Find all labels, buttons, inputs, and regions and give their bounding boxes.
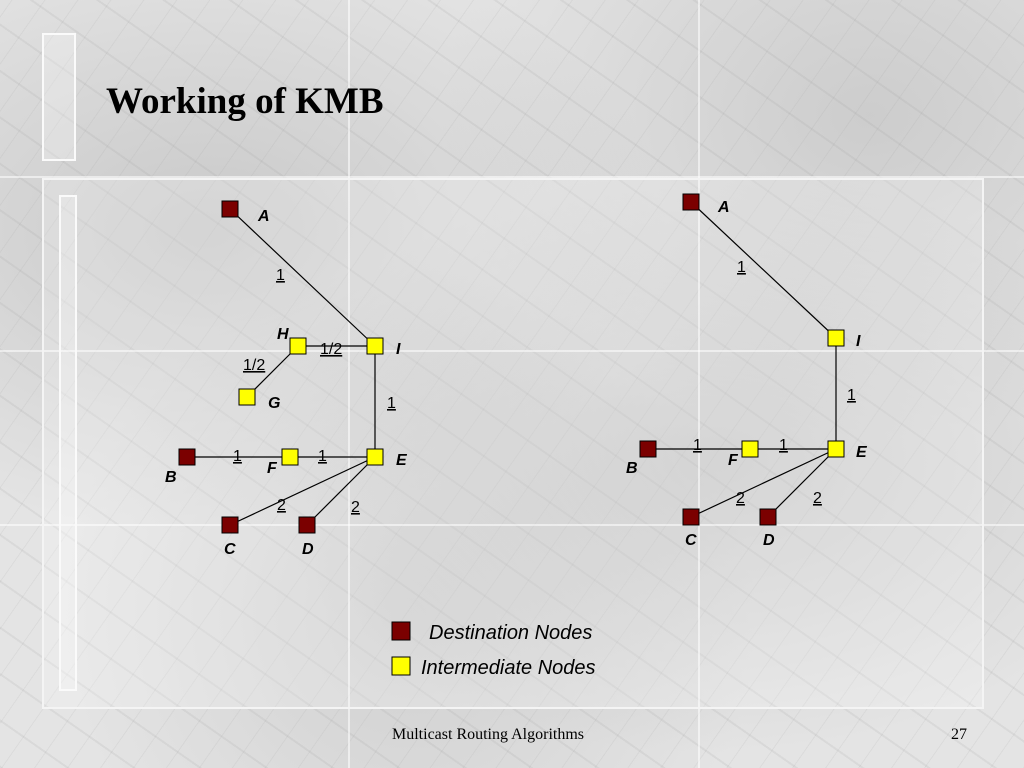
legend-swatch-intermediate — [391, 656, 411, 676]
edge-weight-label: 2 — [813, 490, 822, 507]
side-decoration-bar — [59, 195, 77, 691]
node-label: E — [856, 444, 868, 461]
destination-node — [178, 448, 196, 466]
title-decoration-box — [42, 33, 76, 161]
edge-weight-label: 2 — [736, 490, 745, 507]
destination-node — [682, 508, 700, 526]
destination-node — [221, 516, 239, 534]
footer-text: Multicast Routing Algorithms — [392, 726, 585, 743]
left-graph: 1 1/2 1/2 1 1 1 2 2 A H I G B F E C D — [165, 200, 408, 558]
edge-weight-label: 1 — [737, 259, 746, 276]
destination-node — [759, 508, 777, 526]
intermediate-node — [366, 337, 384, 355]
edge-weight-label: 1 — [693, 437, 702, 454]
edge-weight-label: 1 — [276, 267, 285, 284]
intermediate-node — [289, 337, 307, 355]
node-label: B — [165, 469, 177, 486]
node-label: F — [728, 452, 739, 469]
right-graph: 1 1 1 1 2 2 A I B F E C D — [626, 193, 868, 549]
edge-weight-label: 1 — [318, 448, 327, 465]
edge-weight-label: 2 — [277, 497, 286, 514]
background-grid-line — [0, 524, 1024, 526]
background-grid-line — [698, 0, 700, 768]
slide-title: Working of KMB — [106, 81, 384, 122]
intermediate-node — [366, 448, 384, 466]
node-label: I — [856, 333, 861, 350]
node-label: D — [763, 532, 775, 549]
edge-weight-label: 2 — [351, 499, 360, 516]
node-label: I — [396, 341, 401, 358]
intermediate-node — [281, 448, 299, 466]
edge-weight-label: 1 — [233, 448, 242, 465]
destination-node — [639, 440, 657, 458]
destination-node — [221, 200, 239, 218]
legend-label-intermediate: Intermediate Nodes — [421, 657, 596, 679]
destination-node — [682, 193, 700, 211]
background-grid-line — [0, 350, 1024, 352]
edge-weight-label: 1 — [779, 437, 788, 454]
node-label: A — [717, 199, 730, 216]
node-label: A — [257, 208, 270, 225]
node-label: E — [396, 452, 408, 469]
page-number: 27 — [951, 726, 967, 743]
edge-weight-label: 1/2 — [243, 357, 265, 374]
destination-node — [298, 516, 316, 534]
intermediate-node — [827, 440, 845, 458]
node-label: D — [302, 541, 314, 558]
node-label: F — [267, 460, 278, 477]
legend-label-destination: Destination Nodes — [429, 622, 592, 644]
intermediate-node — [238, 388, 256, 406]
edge-weight-label: 1 — [387, 395, 396, 412]
intermediate-node — [741, 440, 759, 458]
edge-weight-label: 1 — [847, 387, 856, 404]
background-grid-line — [348, 0, 350, 768]
content-panel — [42, 178, 984, 709]
node-label: C — [685, 532, 697, 549]
edge-line — [690, 201, 837, 339]
node-label: C — [224, 541, 236, 558]
edge-line — [306, 456, 376, 526]
intermediate-node — [827, 329, 845, 347]
edge-line — [690, 448, 837, 518]
node-label: H — [277, 326, 289, 343]
node-label: B — [626, 460, 638, 477]
legend-swatch-destination — [391, 621, 411, 641]
node-label: G — [268, 395, 280, 412]
edge-line — [767, 448, 837, 518]
edge-line — [229, 208, 376, 347]
edge-line — [229, 456, 376, 526]
background-grid-line — [0, 176, 1024, 178]
edge-weight-label: 1/2 — [320, 341, 342, 358]
